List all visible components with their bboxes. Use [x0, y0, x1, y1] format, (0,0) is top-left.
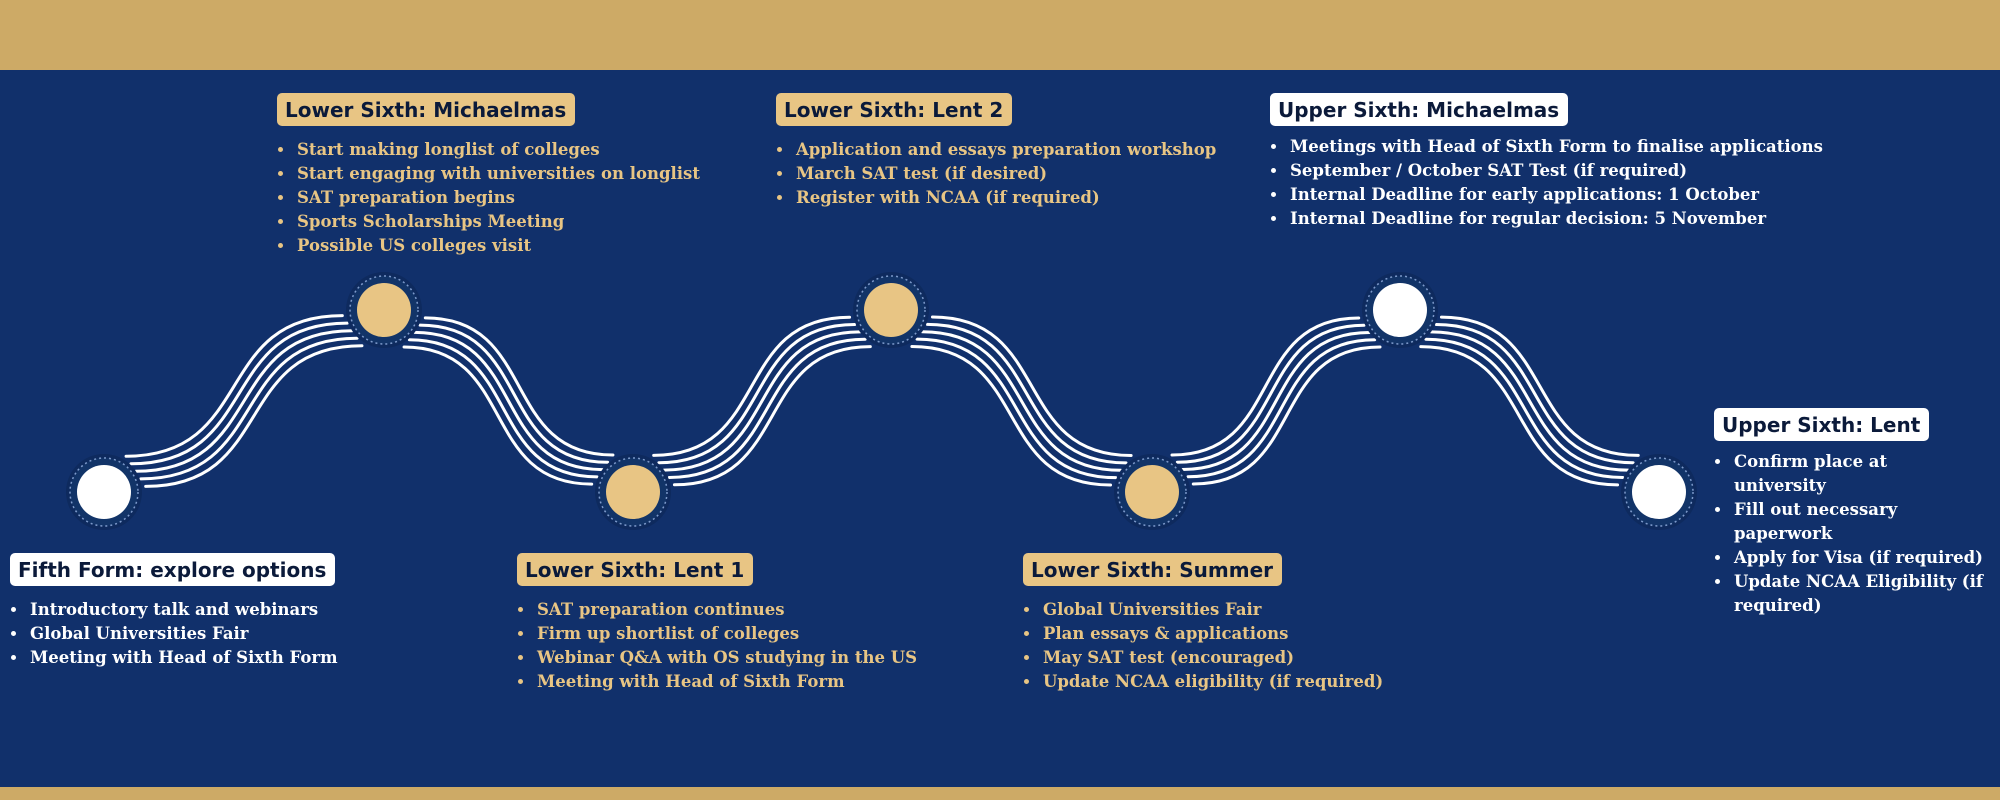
- wave-strand: [124, 314, 344, 458]
- stage-items: Confirm place at university Fill out nec…: [1714, 450, 1984, 618]
- stage-items: Application and essays preparation works…: [776, 138, 1216, 210]
- list-item: Confirm place at university: [1732, 450, 1984, 498]
- list-item: Sports Scholarships Meeting: [295, 210, 700, 234]
- stage-items: Meetings with Head of Sixth Form to fina…: [1270, 135, 1823, 231]
- list-item: Global Universities Fair: [28, 622, 338, 646]
- wave-lines: [124, 314, 1640, 488]
- wave-strand: [418, 323, 610, 464]
- wave-strand: [129, 321, 349, 466]
- list-item: Update NCAA eligibility (if required): [1041, 670, 1383, 694]
- stage-items: SAT preparation continues Firm up shortl…: [517, 598, 917, 694]
- wave-strand: [402, 345, 594, 486]
- wave-strand: [930, 315, 1133, 457]
- list-item: September / October SAT Test (if require…: [1288, 159, 1823, 183]
- node-dot: [357, 283, 411, 337]
- wave-strand: [1186, 338, 1377, 479]
- node-dot: [1632, 465, 1686, 519]
- stage-title: Upper Sixth: Lent: [1714, 408, 1930, 441]
- list-item: Fill out necessary paperwork: [1732, 498, 1984, 546]
- list-item: SAT preparation continues: [535, 598, 917, 622]
- list-item: Internal Deadline for regular decision: …: [1288, 207, 1823, 231]
- list-item: Plan essays & applications: [1041, 622, 1383, 646]
- node-dot: [1125, 465, 1179, 519]
- stage-lower-sixth-lent-1: Lower Sixth: Lent 1 SAT preparation cont…: [517, 553, 917, 694]
- stage-lower-sixth-summer: Lower Sixth: Summer Global Universities …: [1023, 553, 1383, 694]
- list-item: Start making longlist of colleges: [295, 138, 700, 162]
- wave-strand: [423, 316, 615, 457]
- stage-upper-sixth-lent: Upper Sixth: Lent Confirm place at unive…: [1714, 408, 1984, 618]
- timeline-node: [1362, 272, 1438, 348]
- wave-strand: [672, 345, 872, 487]
- wave-strand: [1424, 337, 1625, 480]
- top-banner: [0, 0, 2000, 70]
- timeline-node: [66, 454, 142, 530]
- timeline-node: [595, 454, 671, 530]
- wave-strand: [134, 329, 354, 473]
- wave-strand: [662, 330, 862, 472]
- wave-strand: [920, 330, 1123, 472]
- list-item: Global Universities Fair: [1041, 598, 1383, 622]
- list-item: Application and essays preparation works…: [794, 138, 1216, 162]
- list-item: March SAT test (if desired): [794, 162, 1216, 186]
- wave-strand: [915, 337, 1118, 480]
- list-item: Introductory talk and webinars: [28, 598, 338, 622]
- list-item: May SAT test (encouraged): [1041, 646, 1383, 670]
- wave-strand: [1181, 330, 1371, 472]
- timeline-node: [853, 272, 929, 348]
- list-item: Meetings with Head of Sixth Form to fina…: [1288, 135, 1823, 159]
- wave-strand: [1175, 323, 1366, 464]
- list-item: Meeting with Head of Sixth Form: [28, 646, 338, 670]
- stage-title: Fifth Form: explore options: [10, 553, 336, 586]
- list-item: Possible US colleges visit: [295, 234, 700, 258]
- stage-title: Lower Sixth: Lent 1: [517, 553, 754, 586]
- stage-fifth-form: Fifth Form: explore options Introductory…: [10, 553, 338, 670]
- wave-strand: [144, 344, 364, 488]
- node-dot: [606, 465, 660, 519]
- wave-strand: [652, 315, 852, 457]
- wave-strand: [139, 336, 359, 481]
- list-item: Firm up shortlist of colleges: [535, 622, 917, 646]
- node-dot: [77, 465, 131, 519]
- wave-strand: [657, 323, 857, 465]
- stage-title: Lower Sixth: Lent 2: [776, 93, 1013, 126]
- wave-strand: [1429, 330, 1630, 472]
- wave-strand: [413, 330, 604, 472]
- list-item: Register with NCAA (if required): [794, 186, 1216, 210]
- bottom-banner: [0, 787, 2000, 800]
- list-item: Meeting with Head of Sixth Form: [535, 670, 917, 694]
- wave-strand: [1170, 316, 1361, 457]
- list-item: Start engaging with universities on long…: [295, 162, 700, 186]
- wave-strand: [1419, 345, 1620, 487]
- list-item: Webinar Q&A with OS studying in the US: [535, 646, 917, 670]
- list-item: Apply for Visa (if required): [1732, 546, 1984, 570]
- wave-strand: [1191, 345, 1382, 486]
- stage-items: Global Universities Fair Plan essays & a…: [1023, 598, 1383, 694]
- stage-upper-sixth-michaelmas: Upper Sixth: Michaelmas Meetings with He…: [1270, 93, 1823, 231]
- stage-lower-sixth-lent-2: Lower Sixth: Lent 2 Application and essa…: [776, 93, 1216, 210]
- timeline-nodes: [66, 272, 1697, 530]
- timeline-node: [346, 272, 422, 348]
- wave-strand: [1439, 315, 1640, 457]
- stage-items: Introductory talk and webinars Global Un…: [10, 598, 338, 670]
- wave-strand: [925, 322, 1128, 465]
- node-dot: [864, 283, 918, 337]
- stage-lower-sixth-michaelmas: Lower Sixth: Michaelmas Start making lon…: [277, 93, 700, 258]
- list-item: SAT preparation begins: [295, 186, 700, 210]
- wave-strand: [407, 338, 599, 479]
- wave-strand: [910, 345, 1113, 487]
- wave-strand: [1434, 322, 1635, 465]
- stage-title: Upper Sixth: Michaelmas: [1270, 93, 1569, 126]
- wave-strand: [667, 337, 867, 479]
- list-item: Update NCAA Eligibility (if required): [1732, 570, 1984, 618]
- timeline-node: [1621, 454, 1697, 530]
- stage-items: Start making longlist of colleges Start …: [277, 138, 700, 258]
- list-item: Internal Deadline for early applications…: [1288, 183, 1823, 207]
- timeline-node: [1114, 454, 1190, 530]
- node-dot: [1373, 283, 1427, 337]
- stage-title: Lower Sixth: Michaelmas: [277, 93, 576, 126]
- stage-title: Lower Sixth: Summer: [1023, 553, 1283, 586]
